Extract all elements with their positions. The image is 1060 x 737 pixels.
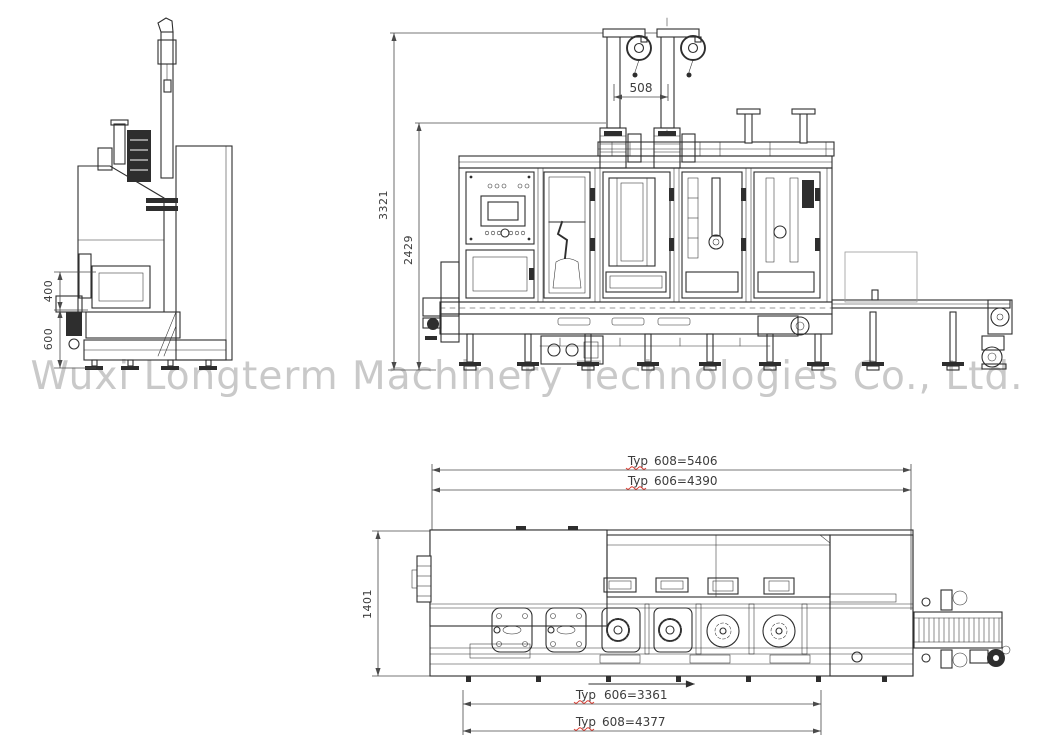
outfeed-conveyor (831, 251, 1013, 371)
packing-station (753, 171, 821, 299)
main-conveyor (439, 301, 833, 371)
balancer-reel-right (680, 35, 706, 78)
plan-view: Typ 608=5406 Typ 606=4390 1401 (361, 454, 1011, 735)
dim-label-3361: 606=3361 (604, 688, 668, 702)
rosette-station-2 (653, 577, 693, 653)
dim-plan-top-outer-5406: Typ 608=5406 (431, 454, 912, 610)
dim-plan-bottom-outer-4377: Typ 608=4377 (463, 715, 821, 734)
ghost-case-outline (844, 251, 918, 303)
dim-side-upper-400: 400 (42, 271, 96, 311)
dim-typ-word: Typ (575, 688, 596, 702)
side-view: 400 600 (42, 17, 233, 370)
plan-stations (429, 577, 914, 682)
hmi-screen (480, 195, 526, 227)
side-body (77, 119, 178, 313)
pick-head-masts (599, 17, 706, 169)
guard-door (543, 171, 591, 299)
dim-label-508: 508 (630, 81, 653, 95)
forming-station (681, 171, 743, 299)
rosette-station-1 (601, 577, 641, 653)
company-watermark: Wuxi Longterm Machinery Technologies Co.… (30, 354, 1023, 399)
infeed-stub (416, 555, 432, 603)
dim-typ-word: Typ (575, 715, 596, 729)
plan-frame (411, 526, 914, 677)
dim-side-lower-600: 600 (42, 310, 96, 369)
dim-label-2429: 2429 (402, 235, 415, 265)
dim-typ-word: Typ (627, 454, 648, 468)
dim-label-4377: 608=4377 (602, 715, 666, 729)
rollers (918, 617, 1000, 643)
electrical-cabinet-plan (429, 529, 608, 627)
dim-label-400: 400 (42, 280, 55, 303)
outfeed-end-drive (981, 299, 1013, 370)
case-magazine (602, 171, 671, 299)
gear-station-1 (706, 577, 740, 648)
control-panel (465, 171, 535, 299)
overhead-rail (597, 108, 835, 157)
dim-label-1401: 1401 (361, 589, 374, 619)
gear-station-2 (762, 577, 796, 648)
dim-typ-word: Typ (627, 474, 648, 488)
drive-motor (757, 315, 810, 337)
side-base (55, 295, 227, 370)
dim-front-frame-height-2429: 2429 (402, 122, 606, 370)
hoist-mast (157, 17, 177, 179)
dim-plan-bottom-inner-3361: Typ 606=3361 (462, 688, 822, 735)
roller-conveyor-plan (913, 589, 1011, 669)
case-plate-1 (491, 607, 533, 653)
dim-label-600: 600 (42, 328, 55, 351)
case-plate-2 (545, 607, 587, 653)
estop-button (500, 228, 510, 238)
dim-plan-depth-1401: 1401 (361, 530, 434, 677)
dim-plan-top-inner-4390: Typ 606=4390 (432, 474, 911, 493)
dim-label-4390: 606=4390 (654, 474, 718, 488)
dim-front-overall-height-3321: 3321 (377, 32, 662, 371)
machine-legs (459, 333, 829, 371)
dim-label-5406: 608=5406 (654, 454, 718, 468)
dim-mast-spacing-508: 508 (613, 81, 669, 101)
roller-drive-motor (969, 645, 1011, 667)
balancer-reel-left (626, 35, 652, 78)
front-view: 3321 2429 (377, 17, 1013, 371)
dim-label-3321: 3321 (377, 190, 390, 220)
